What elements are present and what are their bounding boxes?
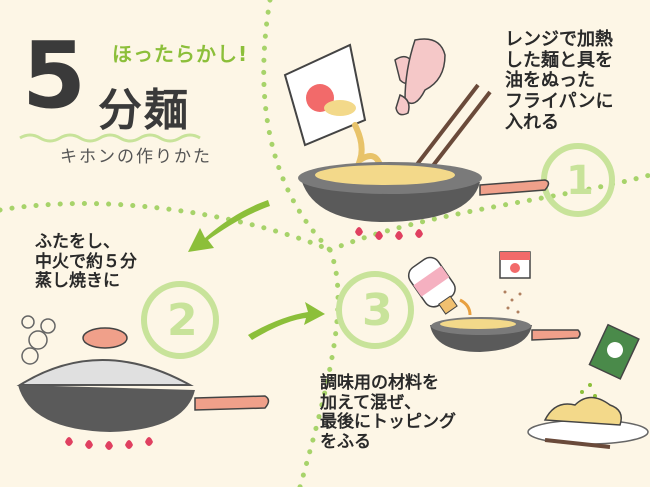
step-1-line: レンジで加熱 (505, 30, 645, 51)
arrow-icon (188, 200, 270, 252)
step-2-illustration (18, 316, 269, 450)
step-1-line: フライパンに (505, 92, 645, 113)
spice-shaker-icon (500, 252, 530, 278)
step-3-number: 3 (362, 286, 393, 337)
title-word: 分麺 (98, 74, 190, 138)
parsley-can-icon (589, 325, 638, 379)
step-1-line: 油をぬった (505, 71, 645, 92)
steam-icon (22, 316, 55, 364)
title-caption: キホンの作りかた (60, 142, 212, 167)
step-2-line: 中火で約５分 (35, 253, 195, 273)
step-2-text: ふたをし、 中火で約５分 蒸し焼きに (35, 233, 195, 292)
step-1-line: 入れる (505, 113, 645, 134)
step-1-number: 1 (566, 158, 594, 204)
step-3-line: をふる (320, 433, 520, 453)
pan-lid-icon (20, 360, 190, 385)
step-3-line: 最後にトッピング (320, 413, 520, 433)
flame-icon (65, 437, 153, 450)
arrow-icon (248, 302, 325, 340)
step-3-line: 加えて混ぜ、 (320, 394, 520, 414)
step-3-line: 調味用の材料を (320, 374, 520, 394)
step-3-text: 調味用の材料を 加えて混ぜ、 最後にトッピング をふる (320, 374, 520, 452)
step-2-line: 蒸し焼きに (35, 272, 195, 292)
step-2-line: ふたをし、 (35, 233, 195, 253)
frying-pan-icon (18, 385, 195, 432)
step-2-number: 2 (167, 296, 198, 347)
step-1-line: した麺と具を (505, 51, 645, 72)
title-number: 5 (22, 22, 86, 129)
step-1-text: レンジで加熱 した麺と具を 油をぬった フライパンに 入れる (505, 30, 645, 133)
title-subtitle: ほったらかし! (112, 38, 248, 67)
